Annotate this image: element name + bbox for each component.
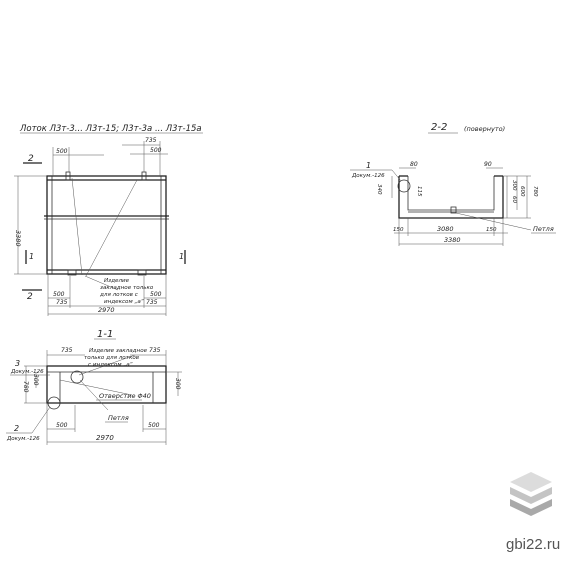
main-view-title: Лоток Л3т-3... Л3т-15; Л3т-3а ... Л3т-15… — [19, 124, 202, 134]
dim-115: 115 — [416, 186, 422, 197]
section-2-2-outer — [398, 176, 504, 219]
note-embedded-part-1-1: Изделие закладное только для лотков с ин… — [84, 348, 149, 368]
hole-label: Отверстие Φ40 — [99, 392, 151, 400]
leader — [79, 379, 109, 411]
dim-2970-main: 2970 — [98, 306, 115, 314]
callout-1: 1 — [366, 161, 371, 170]
watermark-logo-icon — [510, 472, 552, 516]
callout-circle-1 — [397, 179, 411, 193]
callout-3: 3 — [15, 359, 20, 368]
dim-780-2-2: 780 — [532, 186, 538, 197]
logo-layer-top — [510, 472, 552, 492]
dim-735-bottom-right: 735 — [146, 299, 158, 306]
dim-500-top-right: 500 — [150, 147, 162, 154]
loop-bottom-left — [67, 269, 77, 276]
section-mark-2-bottom: 2 — [27, 292, 33, 302]
section-2-2-title: 2-2 — [431, 122, 447, 133]
dim-500-top-left: 500 — [56, 148, 68, 155]
loop-label-2-2: Петля — [533, 225, 554, 233]
callout-circle-2 — [47, 396, 61, 410]
section-mark-1-right: 1 — [179, 252, 184, 261]
leader — [455, 212, 532, 231]
watermark-text: gbi22.ru — [506, 536, 561, 553]
note-line: только для лотков — [84, 355, 139, 361]
dim-3380-2-2: 3380 — [444, 236, 461, 244]
loop-top-left — [65, 171, 71, 181]
callout-1-ref: Докум.-126 — [351, 173, 385, 179]
logo-layer-bottom — [510, 499, 552, 516]
callout-2: 2 — [14, 424, 19, 433]
dim-735-top-right: 735 — [145, 137, 157, 144]
dim-2970-1-1: 2970 — [96, 434, 114, 442]
callout-circle-3 — [70, 370, 84, 384]
dim-500-bottom-left: 500 — [53, 291, 65, 298]
section-2-2: 2-2 (повернуто) 1 Докум.-126 80 90 340 1… — [350, 122, 556, 246]
note-line: для лотков с — [99, 292, 138, 298]
leader — [391, 169, 402, 182]
dim-300-left: 300 — [32, 374, 39, 386]
note-line: индексом „а“ — [104, 299, 144, 305]
section-2-2-subtitle: (повернуто) — [464, 125, 505, 133]
dim-500-right-1-1: 500 — [148, 422, 160, 429]
main-view: Лоток Л3т-3... Л3т-15; Л3т-3а ... Л3т-15… — [14, 124, 203, 316]
note-line: Изделие — [104, 278, 130, 284]
dim-735-right: 735 — [149, 347, 161, 354]
callout-2-ref: Докум.-126 — [6, 436, 40, 442]
leader-1 — [71, 177, 83, 276]
leader — [78, 354, 136, 376]
leader-3 — [84, 275, 119, 291]
section-outline — [46, 365, 167, 404]
loop-label-1-1: Петля — [108, 414, 129, 422]
dim-600: 600 — [519, 186, 525, 197]
note-embedded-part: Изделие закладное только для лотков с ин… — [99, 278, 155, 305]
dim-735-left: 735 — [61, 347, 73, 354]
dim-150-left: 150 — [393, 227, 404, 233]
dim-3380: 3380 — [14, 230, 22, 247]
dim-500-left-1-1: 500 — [56, 422, 68, 429]
loop-bottom-right — [137, 269, 147, 276]
loop-section-2-2 — [450, 206, 457, 214]
leader-2 — [85, 179, 138, 277]
section-1-1-title: 1-1 — [97, 329, 113, 340]
dim-150-right: 150 — [486, 227, 497, 233]
dim-340: 340 — [376, 184, 382, 195]
dim-300-right: 300 — [174, 378, 181, 390]
note-line: с индексом „а“ — [88, 362, 133, 368]
dim-60: 60 — [511, 196, 517, 203]
dim-500-bottom-right: 500 — [150, 291, 162, 298]
section-1-1: 1-1 735 735 3 Докум.-126 780 300 — [6, 329, 182, 445]
note-line: закладное только — [100, 285, 154, 291]
dim-300-2-2: 300 — [511, 180, 517, 191]
logo-layer-middle — [510, 487, 552, 504]
leader — [59, 379, 133, 396]
section-mark-1-left: 1 — [29, 252, 34, 261]
note-line: Изделие закладное — [89, 348, 148, 354]
section-mark-2-top: 2 — [28, 154, 34, 164]
tray-outline — [46, 175, 167, 275]
dim-3080: 3080 — [437, 225, 454, 233]
callout-3-ref: Докум.-126 — [10, 369, 44, 375]
dim-780: 780 — [22, 381, 29, 393]
dim-735-bottom-left: 735 — [56, 299, 68, 306]
dim-90-right: 90 — [484, 161, 492, 168]
dim-80-left: 80 — [410, 161, 418, 168]
